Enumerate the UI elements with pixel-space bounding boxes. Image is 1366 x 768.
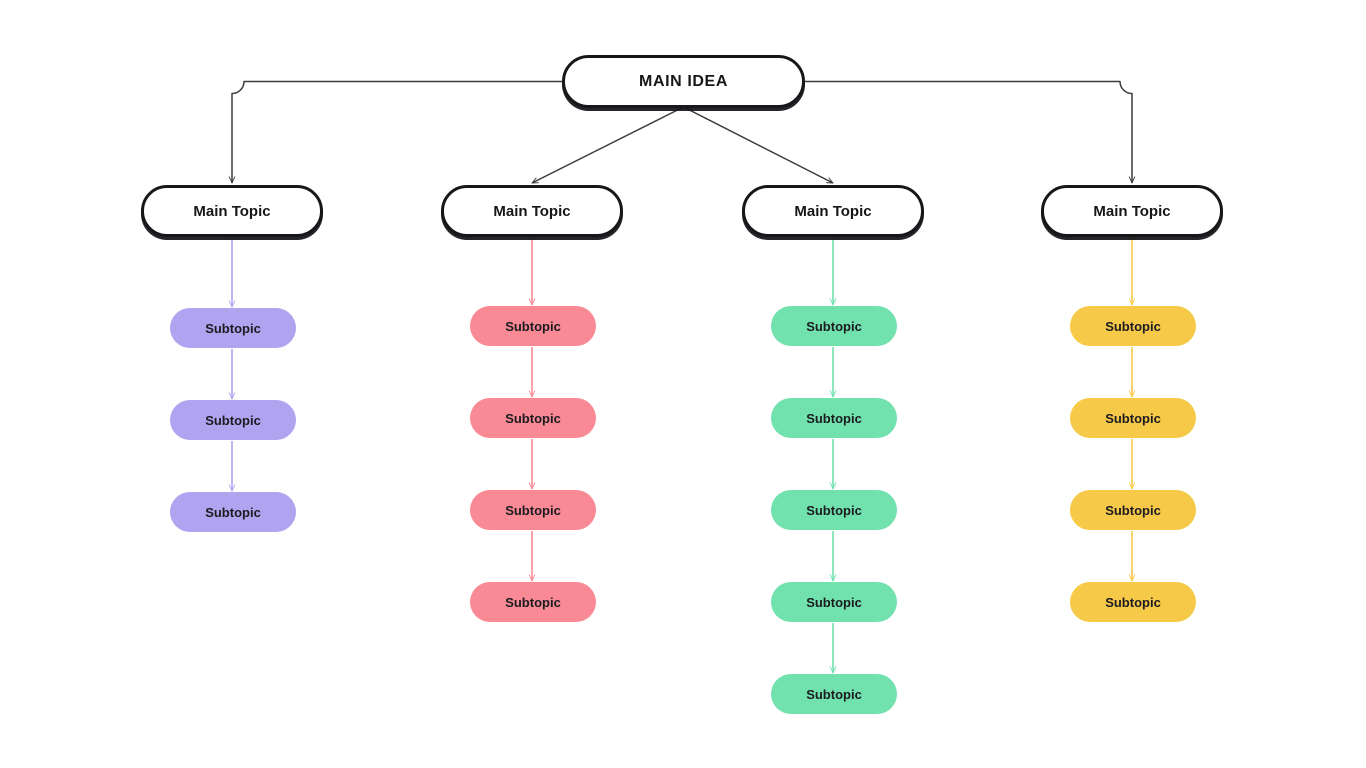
subtopic-node-1-2[interactable]: Subtopic xyxy=(470,490,596,530)
subtopic-node-3-0[interactable]: Subtopic xyxy=(1070,306,1196,346)
subtopic-node-label: Subtopic xyxy=(806,594,862,610)
subtopic-node-1-0[interactable]: Subtopic xyxy=(470,306,596,346)
subtopic-node-1-3[interactable]: Subtopic xyxy=(470,582,596,622)
branch-node-label: Main Topic xyxy=(794,202,872,220)
subtopic-node-0-0[interactable]: Subtopic xyxy=(170,308,296,348)
subtopic-node-label: Subtopic xyxy=(1105,318,1161,334)
subtopic-node-label: Subtopic xyxy=(505,502,561,518)
subtopic-node-label: Subtopic xyxy=(505,410,561,426)
subtopic-node-3-2[interactable]: Subtopic xyxy=(1070,490,1196,530)
subtopic-node-label: Subtopic xyxy=(806,410,862,426)
branch-node-main-topic-0[interactable]: Main Topic xyxy=(141,185,323,237)
branch-node-label: Main Topic xyxy=(493,202,571,220)
branch-node-main-topic-1[interactable]: Main Topic xyxy=(441,185,623,237)
subtopic-node-2-2[interactable]: Subtopic xyxy=(771,490,897,530)
subtopic-node-0-2[interactable]: Subtopic xyxy=(170,492,296,532)
branch-node-main-topic-2[interactable]: Main Topic xyxy=(742,185,924,237)
root-node-label: MAIN IDEA xyxy=(639,72,728,90)
subtopic-node-label: Subtopic xyxy=(806,502,862,518)
subtopic-node-label: Subtopic xyxy=(505,318,561,334)
subtopic-node-2-3[interactable]: Subtopic xyxy=(771,582,897,622)
connector-root-to-branch-3 xyxy=(805,80,1132,184)
subtopic-node-1-1[interactable]: Subtopic xyxy=(470,398,596,438)
subtopic-node-label: Subtopic xyxy=(505,594,561,610)
subtopic-node-3-3[interactable]: Subtopic xyxy=(1070,582,1196,622)
subtopic-node-label: Subtopic xyxy=(806,318,862,334)
root-node-main-idea[interactable]: MAIN IDEA xyxy=(562,55,805,108)
subtopic-node-3-1[interactable]: Subtopic xyxy=(1070,398,1196,438)
branch-node-main-topic-3[interactable]: Main Topic xyxy=(1041,185,1223,237)
subtopic-node-2-4[interactable]: Subtopic xyxy=(771,674,897,714)
subtopic-node-label: Subtopic xyxy=(205,412,261,428)
subtopic-node-label: Subtopic xyxy=(205,504,261,520)
subtopic-node-0-1[interactable]: Subtopic xyxy=(170,400,296,440)
subtopic-node-2-1[interactable]: Subtopic xyxy=(771,398,897,438)
branch-node-label: Main Topic xyxy=(1093,202,1171,220)
subtopic-node-label: Subtopic xyxy=(1105,410,1161,426)
connector-root-to-branch-1 xyxy=(532,106,684,184)
subtopic-node-2-0[interactable]: Subtopic xyxy=(771,306,897,346)
subtopic-node-label: Subtopic xyxy=(1105,594,1161,610)
subtopic-node-label: Subtopic xyxy=(806,686,862,702)
connector-root-to-branch-0 xyxy=(232,80,562,184)
branch-node-label: Main Topic xyxy=(193,202,271,220)
subtopic-node-label: Subtopic xyxy=(205,320,261,336)
connector-root-to-branch-2 xyxy=(683,106,834,184)
subtopic-node-label: Subtopic xyxy=(1105,502,1161,518)
